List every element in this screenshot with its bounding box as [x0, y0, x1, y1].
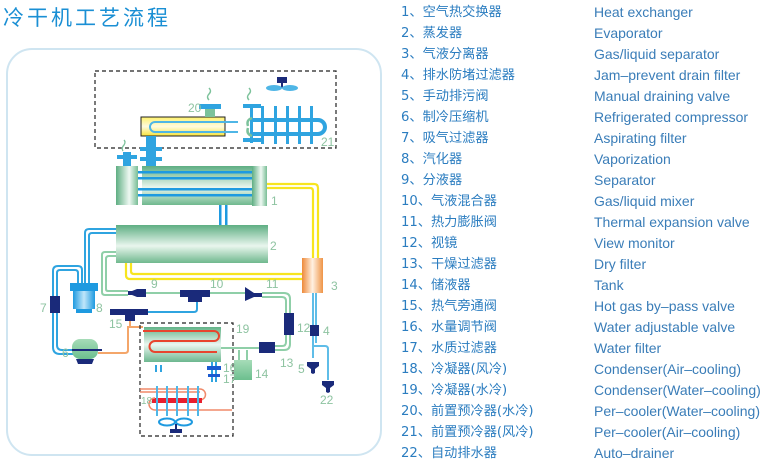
page-title: 冷干机工艺流程	[3, 6, 171, 30]
label-14: 14	[255, 367, 269, 381]
label-3: 3	[331, 279, 338, 293]
legend-item: 18、冷凝器(风冷) Condenser(Air–cooling)	[401, 361, 742, 377]
precooler-water-cooling	[140, 87, 238, 137]
condenser-air-cooling-18	[140, 386, 232, 416]
label-15: 15	[109, 317, 123, 331]
separator-9	[128, 289, 146, 297]
legend-item: 21、前置预冷器(风冷) Per–cooler(Air–cooling)	[401, 424, 741, 440]
legend-item: 7、吸气过滤器 Aspirating filter	[401, 130, 687, 146]
air-pipe-yellow	[124, 182, 320, 281]
dry-filter-13	[259, 342, 275, 353]
legend-item: 3、气液分离器 Gas/liquid separator	[401, 46, 720, 62]
label-4: 4	[323, 324, 330, 338]
fan-icon	[266, 77, 298, 91]
heat-exchanger	[116, 166, 267, 206]
legend-item: 16、水量调节阀 Water adjustable valve	[401, 319, 736, 335]
evaporator	[116, 225, 268, 263]
label-7: 7	[40, 301, 47, 315]
gas-liquid-mixer-10	[180, 290, 210, 302]
tank-14	[234, 350, 252, 380]
water-valves-16-17	[207, 362, 221, 382]
legend-item: 1、空气热交换器 Heat exchanger	[401, 4, 693, 20]
legend-item: 19、冷凝器(水冷) Condenser(Water–cooling)	[401, 382, 761, 398]
legend-item: 5、手动排污阀 Manual draining valve	[401, 88, 731, 104]
view-monitor-12	[284, 313, 294, 335]
hot-gas-bypass-valve-15	[110, 309, 148, 321]
condenser-dashed-box	[139, 322, 234, 437]
label-21: 21	[321, 135, 335, 149]
drain-filter-4	[310, 325, 319, 336]
he-evap-pipe	[219, 205, 222, 225]
legend-item: 2、蒸发器 Evaporator	[401, 25, 663, 41]
suction-line	[84, 228, 116, 283]
legend-item: 20、前置预冷器(水冷) Per–cooler(Water–cooling)	[401, 403, 760, 419]
legend-item: 11、热力膨胀阀 Thermal expansion valve	[401, 214, 750, 230]
label-20: 20	[188, 101, 202, 115]
label-16: 16	[223, 361, 237, 375]
manual-drain-valve-5	[307, 362, 319, 374]
liquid-line	[101, 251, 291, 351]
legend-item: 17、水质过滤器 Water filter	[401, 340, 662, 356]
legend-item: 10、气液混合器 Gas/liquid mixer	[401, 193, 695, 209]
label-1: 1	[271, 194, 278, 208]
label-17: 17	[223, 372, 237, 386]
air-ports	[117, 136, 162, 166]
auto-drainer-22	[322, 381, 334, 393]
label-13: 13	[280, 356, 294, 370]
label-11: 11	[266, 277, 279, 291]
bypass-line	[148, 302, 198, 313]
vaporizer-8	[70, 283, 98, 313]
gas-liquid-separator	[302, 258, 323, 293]
thermal-expansion-valve-11	[245, 287, 262, 301]
condenser-water-cooling-19	[143, 327, 221, 372]
label-10: 10	[210, 277, 224, 291]
label-19: 19	[236, 322, 250, 336]
legend-item: 4、排水防堵过滤器 Jam–prevent drain filter	[401, 67, 741, 83]
legend-item: 8、汽化器 Vaporization	[401, 151, 671, 167]
precooler-dashed-box	[94, 70, 337, 149]
legend-item: 15、热气旁通阀 Hot gas by–pass valve	[401, 298, 735, 314]
label-2: 2	[270, 239, 277, 253]
label-6: 6	[62, 346, 69, 360]
legend-item: 22、自动排水器 Auto–drainer	[401, 445, 675, 461]
compressor-suction-loop	[52, 265, 83, 355]
label-8: 8	[96, 301, 103, 315]
label-22: 22	[320, 393, 334, 407]
fan-icon	[158, 417, 193, 433]
label-5: 5	[298, 362, 305, 376]
legend-item: 12、视镜 View monitor	[401, 235, 675, 251]
label-12: 12	[297, 321, 311, 335]
precooler-air-cooling	[243, 87, 327, 144]
legend-item: 9、分液器 Separator	[401, 172, 656, 188]
label-9: 9	[151, 277, 158, 291]
discharge-line	[98, 326, 143, 354]
aspirating-filter-7	[50, 296, 60, 313]
legend-item: 6、制冷压缩机 Refrigerated compressor	[401, 109, 749, 125]
legend-item: 13、干燥过滤器 Dry filter	[401, 256, 647, 272]
label-18: 18	[141, 396, 153, 407]
compressor-6	[72, 339, 102, 364]
legend-item: 14、储液器 Tank	[401, 277, 624, 293]
